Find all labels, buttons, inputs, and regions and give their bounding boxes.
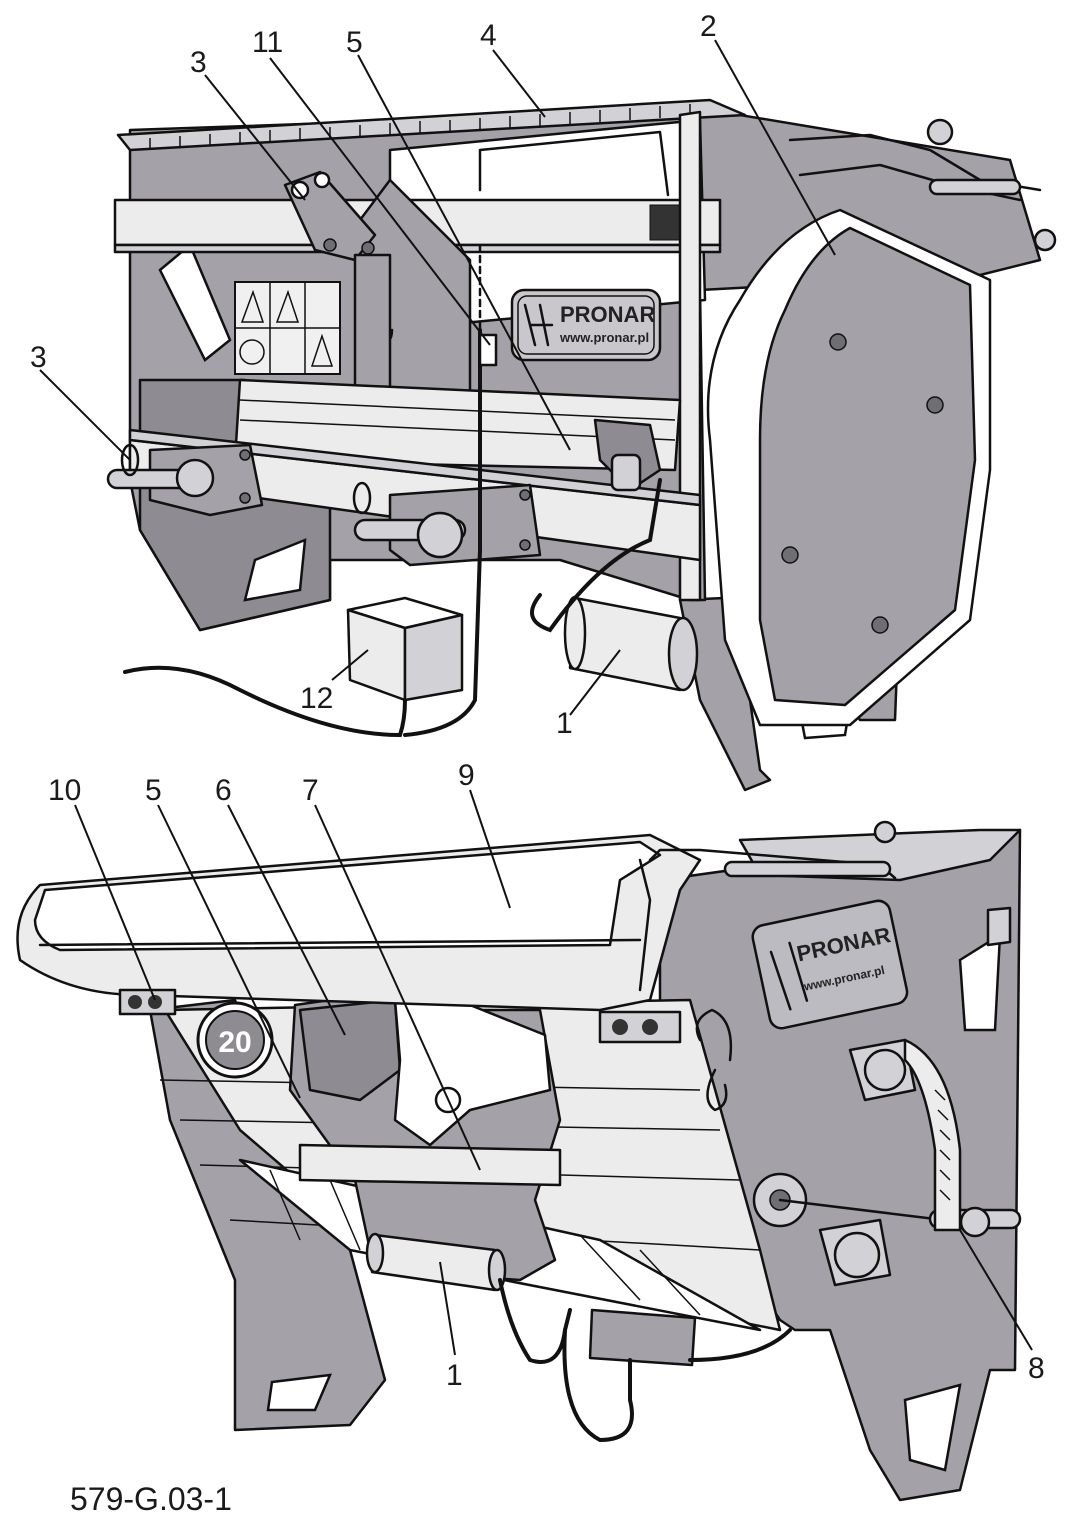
callout-5-lower: 5: [145, 774, 162, 807]
callout-4: 4: [480, 19, 497, 52]
callout-2: 2: [700, 10, 717, 43]
top-right-rail: [788, 118, 1057, 252]
top-cables: [123, 243, 662, 738]
top-pivot-arm: [283, 170, 377, 262]
callout-7: 7: [302, 774, 319, 807]
bottom-view-spreader: PRONAR www.pronar.pl: [16, 820, 1022, 1502]
top-motor: [563, 595, 699, 692]
callout-11: 11: [252, 26, 283, 59]
figure-code: 579-G.03-1: [70, 1481, 232, 1517]
bottom-bearings: [752, 1038, 917, 1287]
brand-plate-top: PRONAR www.pronar.pl: [510, 288, 662, 362]
callout-3-lower: 3: [30, 341, 47, 374]
bottom-cables: [498, 1278, 792, 1443]
top-drive-cover: [706, 208, 992, 727]
callout-1-lower: 1: [446, 1359, 463, 1392]
bottom-control-box: [588, 1308, 697, 1367]
callout-3-upper: 3: [190, 46, 207, 79]
callout-12: 12: [300, 682, 333, 715]
brand-plate-bottom: PRONAR www.pronar.pl: [751, 899, 909, 1030]
top-middle-hitch: [352, 481, 542, 567]
callout-6: 6: [215, 774, 232, 807]
top-sensor: [593, 418, 662, 492]
callout-labels: 3 11 5 4 2 3 12 1 10 5 6 7 9 1 8: [30, 10, 1045, 1392]
brand-name-top: PRONAR: [560, 302, 655, 327]
top-grid-cover: [116, 98, 747, 152]
callout-1-upper: 1: [556, 707, 573, 740]
bottom-shaft-lever: [778, 1038, 1022, 1238]
speed-sign-value: 20: [218, 1026, 251, 1059]
callout-leaders: [39, 39, 1033, 1356]
bottom-top-handle: [638, 820, 1022, 992]
bottom-lid-cover: [16, 833, 702, 1012]
rear-lamp-left: [118, 988, 177, 1016]
callout-9: 9: [458, 759, 475, 792]
rear-lamp-right: [598, 1010, 682, 1044]
top-frame-post: [678, 110, 702, 602]
speed-sign: 20: [196, 1001, 274, 1079]
warning-pictograms: [234, 281, 341, 375]
callout-8: 8: [1028, 1352, 1045, 1385]
bottom-cutaway: [288, 988, 562, 1282]
brand-url-top: www.pronar.pl: [559, 330, 649, 345]
bottom-side-hook: [695, 1008, 733, 1112]
top-left-hitch: [106, 443, 264, 517]
bottom-motor: [365, 1232, 507, 1292]
callout-10: 10: [48, 774, 81, 807]
callout-5-upper: 5: [346, 26, 363, 59]
top-view-spreader: PRONAR www.pronar.pl: [106, 98, 1057, 792]
top-control-box: [346, 596, 464, 702]
